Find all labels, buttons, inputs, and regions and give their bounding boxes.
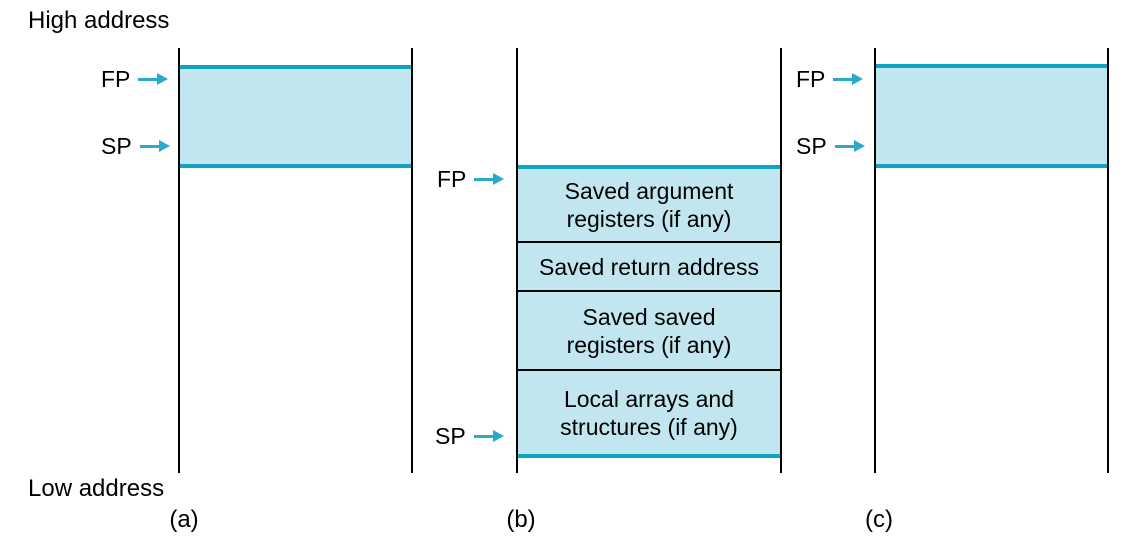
stack-right-line — [1107, 48, 1109, 473]
frame-segment-saved-argument-registers: Saved argument registers (if any) — [518, 169, 780, 243]
fp-label: FP — [101, 66, 131, 92]
panel-caption-c: (c) — [865, 506, 893, 533]
stack-pointer-indicator: SP — [435, 424, 504, 448]
arrow-right-icon — [138, 73, 169, 85]
stack-right-line — [780, 48, 782, 473]
frame-segment-local-arrays-structures: Local arrays and structures (if any) — [518, 371, 780, 454]
panel-caption-a: (a) — [169, 506, 199, 533]
frame-pointer-indicator: FP — [796, 66, 864, 92]
frame-segment-label: Saved argument registers (if any) — [564, 178, 734, 232]
frame-segment-label: Saved return address — [539, 253, 759, 280]
arrow-right-icon — [833, 73, 864, 85]
frame-pointer-indicator: FP — [101, 66, 169, 92]
frame-segment-label: Local arrays and structures (if any) — [560, 385, 738, 440]
fp-label: FP — [437, 166, 467, 192]
arrow-right-icon — [834, 140, 865, 152]
stack-pointer-indicator: SP — [796, 134, 865, 158]
stack-left-line — [516, 48, 518, 473]
frame-segment-saved-return-address: Saved return address — [518, 243, 780, 292]
arrow-right-icon — [474, 173, 505, 185]
sp-label: SP — [435, 423, 466, 449]
panel-caption-b: (b) — [506, 506, 536, 533]
fp-label: FP — [796, 66, 826, 92]
frame-segment-saved-saved-registers: Saved saved registers (if any) — [518, 292, 780, 371]
stack-pointer-indicator: SP — [101, 134, 170, 158]
stack-filled-region — [876, 64, 1107, 168]
high-address-label: High address — [28, 7, 170, 34]
frame-pointer-indicator: FP — [437, 166, 505, 192]
procedure-frame: Saved argument registers (if any) Saved … — [518, 165, 780, 458]
arrow-right-icon — [139, 140, 170, 152]
arrow-right-icon — [473, 430, 504, 442]
stack-left-line — [178, 48, 180, 473]
low-address-label: Low address — [28, 475, 165, 502]
stack-filled-region — [180, 65, 411, 168]
sp-label: SP — [796, 133, 827, 159]
sp-label: SP — [101, 133, 132, 159]
stack-right-line — [411, 48, 413, 473]
frame-segment-label: Saved saved registers (if any) — [566, 303, 732, 358]
stack-left-line — [874, 48, 876, 473]
